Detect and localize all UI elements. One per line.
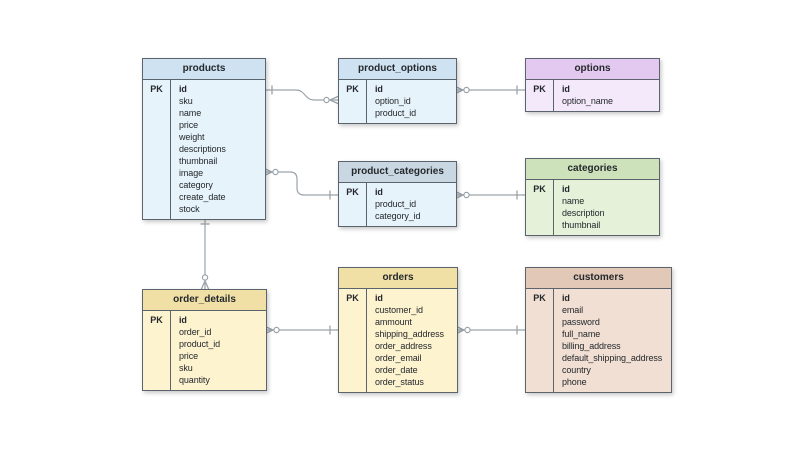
table-title: options [526, 59, 659, 80]
field-sku: sku [179, 363, 193, 373]
field-sku: sku [179, 96, 193, 106]
field-list: id option_name [554, 80, 613, 111]
field-name: name [562, 196, 585, 206]
field-product_id: product_id [375, 199, 417, 209]
field-id: id [179, 84, 187, 94]
field-description: description [562, 208, 605, 218]
field-id: id [375, 187, 383, 197]
field-price: price [179, 351, 199, 361]
relationship-products-product_categories[interactable] [261, 166, 340, 200]
field-stock: stock [179, 204, 200, 214]
table-title: orders [339, 268, 457, 289]
field-country: country [562, 365, 591, 375]
field-category: category [179, 180, 213, 190]
pk-label: PK [339, 183, 367, 226]
field-phone: phone [562, 377, 587, 387]
pk-label: PK [143, 311, 171, 390]
field-id: id [562, 84, 570, 94]
field-id: id [562, 293, 570, 303]
field-id: id [562, 184, 570, 194]
table-products[interactable]: products PK id sku name price weight descript… [142, 58, 266, 220]
field-ammount: ammount [375, 317, 412, 327]
relationship-product_categories-categories[interactable] [452, 189, 527, 201]
field-order_email: order_email [375, 353, 422, 363]
table-title: customers [526, 268, 671, 289]
pk-label: PK [339, 80, 367, 123]
relationship-products-product_options[interactable] [262, 85, 341, 106]
field-order_id: order_id [179, 327, 212, 337]
relationship-order_details-orders[interactable] [262, 324, 340, 336]
pk-label: PK [526, 80, 554, 111]
field-create_date: create_date [179, 192, 226, 202]
field-list: id sku name price weight descriptions thumbnai… [171, 80, 226, 219]
field-list: id option_id product_id [367, 80, 416, 123]
field-option_id: option_id [375, 96, 411, 106]
pk-label: PK [526, 289, 554, 392]
field-order_status: order_status [375, 377, 424, 387]
field-order_date: order_date [375, 365, 418, 375]
field-name: name [179, 108, 202, 118]
field-password: password [562, 317, 600, 327]
field-weight: weight [179, 132, 205, 142]
pk-label: PK [526, 180, 554, 235]
field-shipping_address: shipping_address [375, 329, 444, 339]
field-quantity: quantity [179, 375, 210, 385]
field-option_name: option_name [562, 96, 613, 106]
field-billing_address: billing_address [562, 341, 621, 351]
field-product_id: product_id [179, 339, 221, 349]
field-thumbnail: thumbnail [179, 156, 218, 166]
field-id: id [179, 315, 187, 325]
field-order_address: order_address [375, 341, 432, 351]
field-descriptions: descriptions [179, 144, 226, 154]
table-title: products [143, 59, 265, 80]
field-id: id [375, 84, 383, 94]
relationship-products-order_details[interactable] [199, 214, 211, 292]
field-full_name: full_name [562, 329, 601, 339]
pk-label: PK [143, 80, 171, 219]
table-product-options[interactable]: product_options PK id option_id product_id [338, 58, 457, 124]
field-email: email [562, 305, 584, 315]
relationship-product_options-options[interactable] [452, 84, 527, 96]
field-image: image [179, 168, 204, 178]
field-default_shipping_address: default_shipping_address [562, 353, 663, 363]
field-list: id product_id category_id [367, 183, 421, 226]
table-title: product_options [339, 59, 456, 80]
field-customer_id: customer_id [375, 305, 423, 315]
pk-label: PK [339, 289, 367, 392]
table-options[interactable]: options PK id option_name [525, 58, 660, 112]
field-list: id name description thumbnail [554, 180, 605, 235]
table-title: order_details [143, 290, 266, 311]
field-price: price [179, 120, 199, 130]
relationship-orders-customers[interactable] [453, 324, 527, 336]
field-category_id: category_id [375, 211, 421, 221]
field-product_id: product_id [375, 108, 417, 118]
field-id: id [375, 293, 383, 303]
table-title: product_categories [339, 162, 456, 183]
table-categories[interactable]: categories PK id name description thumbnail [525, 158, 660, 236]
field-thumbnail: thumbnail [562, 220, 601, 230]
table-title: categories [526, 159, 659, 180]
